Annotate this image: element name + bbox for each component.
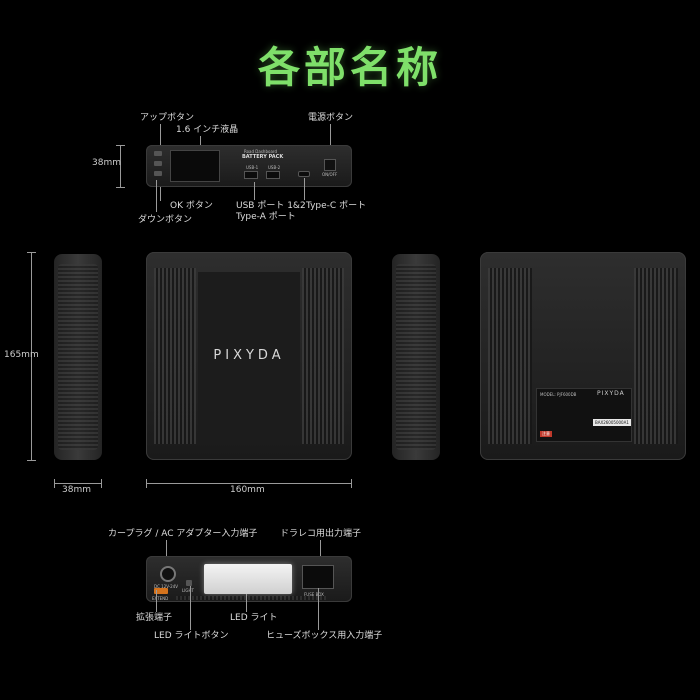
power-button-label: 電源ボタン (308, 113, 354, 123)
lcd-leader (200, 136, 201, 150)
usb-port-1 (244, 171, 258, 179)
usb-ports-type-label: Type-A ポート (236, 212, 296, 222)
side-width-dim-line (54, 483, 102, 484)
ok-button-label: OK ボタン (170, 201, 213, 211)
side-width-label: 38mm (62, 485, 91, 495)
typec-port-label: Type-C ポート (306, 201, 367, 211)
device-bottom-view: DC 12V-24V EXTEND LIGHT FUSE BOX (146, 556, 352, 602)
dashcam-out-label: ドラレコ用出力端子 (280, 529, 362, 539)
usb-leader (254, 182, 255, 200)
back-ridges-left (488, 268, 532, 444)
input-text: DC 12V-24V (154, 584, 179, 589)
usb-port-2 (266, 171, 280, 179)
onoff-text: ON/OFF (322, 172, 338, 177)
device-side-view-left (54, 254, 102, 460)
side-height-label: 165mm (4, 350, 39, 360)
down-button-leader (156, 180, 157, 212)
power-button[interactable] (324, 159, 336, 171)
led-light (204, 564, 292, 594)
car-plug-port (160, 566, 176, 582)
battery-pack-text: BATTERY PACK (242, 154, 284, 160)
down-button[interactable] (154, 171, 162, 176)
ext-text: EXTEND (152, 596, 169, 601)
page-title: 各部名称 (257, 43, 442, 92)
up-button-leader (160, 124, 161, 148)
brand-small-text: Road Dashboard (244, 149, 278, 154)
front-width-cap-right (351, 479, 352, 488)
model-text: MODEL: PJF600DB (540, 392, 577, 397)
ok-button[interactable] (154, 161, 162, 166)
back-ridges-right (634, 268, 678, 444)
device-top-view: Road Dashboard BATTERY PACK USB-1 USB-2 … (146, 145, 352, 187)
side-width-cap-right (101, 479, 102, 488)
led-light-button[interactable] (186, 580, 192, 586)
down-button-label: ダウンボタン (138, 215, 193, 225)
fuse-leader (318, 588, 319, 630)
led-light-label: LED ライト (230, 613, 278, 623)
side-ridges-right (396, 264, 436, 450)
up-button-label: アップボタン (140, 113, 195, 123)
device-back-view: MODEL: PJF600DB PIXYDA BAX26005000A1 注意 (480, 252, 686, 460)
warning-badge: 注意 (540, 431, 552, 437)
car-plug-label: カープラグ / AC アダプター入力端子 (108, 529, 258, 539)
expansion-leader (156, 590, 157, 612)
front-width-label: 160mm (230, 485, 265, 495)
height-dim-cap-top (116, 145, 125, 146)
front-width-dim-line (146, 483, 352, 484)
device-front-view: PIXYDA (146, 252, 352, 460)
dashcam-leader (320, 540, 321, 566)
front-width-cap-left (146, 479, 147, 488)
front-ridges-left (154, 268, 196, 444)
power-button-leader (330, 124, 331, 154)
expansion-label: 拡張端子 (136, 613, 173, 623)
typec-leader (304, 178, 305, 200)
usb-ports-label: USB ポート 1&2 (236, 201, 306, 211)
side-height-cap-bottom (27, 460, 36, 461)
light-text: LIGHT (182, 588, 194, 593)
led-light-leader (246, 594, 247, 612)
expansion-port (154, 588, 168, 594)
side-width-cap-left (54, 479, 55, 488)
lcd-screen (170, 150, 220, 182)
led-button-label: LED ライトボタン (154, 631, 229, 641)
bottom-ridges (176, 596, 326, 600)
side-height-cap-top (27, 252, 36, 253)
spec-label: MODEL: PJF600DB PIXYDA BAX26005000A1 注意 (536, 388, 632, 442)
height-dim-cap-bottom (116, 187, 125, 188)
front-panel (198, 272, 300, 440)
fuse-box-port (302, 565, 334, 589)
front-ridges-right (302, 268, 344, 444)
device-side-view-right (392, 254, 440, 460)
height-dim-line (120, 145, 121, 187)
height-dim-label: 38mm (92, 158, 121, 168)
typec-port (298, 171, 310, 177)
serial-text: BAX26005000A1 (593, 419, 631, 426)
fuse-box-label: ヒューズボックス用入力端子 (266, 631, 383, 641)
usb1-text: USB-1 (246, 165, 259, 170)
back-brand-logo: PIXYDA (597, 390, 625, 397)
usb2-text: USB-2 (268, 165, 281, 170)
lcd-label: 1.6 インチ液晶 (176, 125, 239, 135)
ok-button-leader (160, 187, 161, 201)
side-ridges-left (58, 264, 98, 450)
fuse-text: FUSE BOX (304, 592, 324, 597)
brand-logo: PIXYDA (213, 348, 285, 363)
up-button[interactable] (154, 151, 162, 156)
led-button-leader (190, 586, 191, 630)
side-height-dim-line (31, 252, 32, 460)
